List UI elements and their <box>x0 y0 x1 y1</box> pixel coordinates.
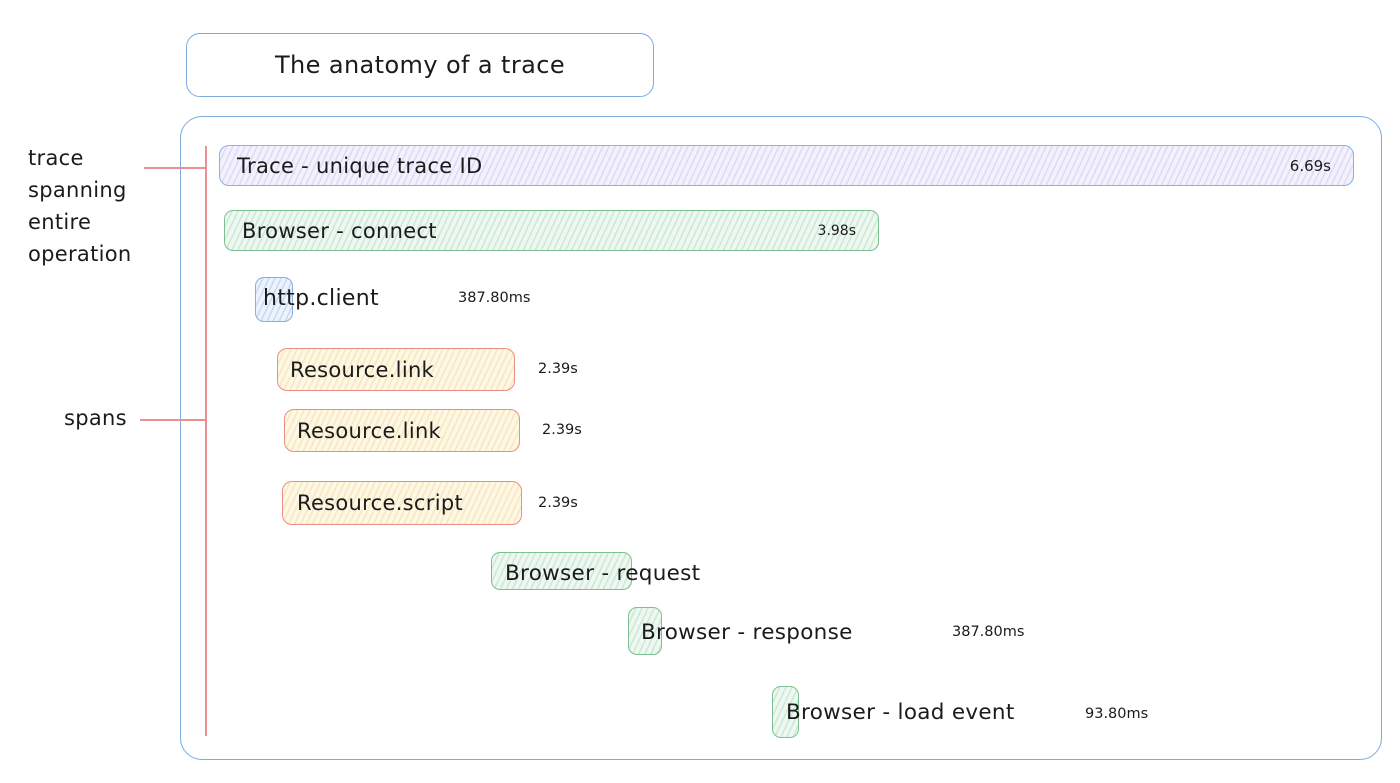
span-bar-browser-response <box>628 607 662 655</box>
span-bar-browser-request <box>491 552 632 590</box>
span-label: Browser - response <box>641 620 853 645</box>
spans-annotation-label: spans <box>64 406 127 430</box>
span-bar-browser-connect: Browser - connect 3.98s <box>224 210 879 251</box>
span-duration: 93.80ms <box>1085 706 1149 722</box>
trace-leader-line <box>144 167 206 169</box>
span-duration: 387.80ms <box>458 290 531 306</box>
span-duration: 2.39s <box>542 422 582 438</box>
diagram-title: The anatomy of a trace <box>274 51 566 79</box>
span-bar-trace: Trace - unique trace ID 6.69s <box>219 145 1354 186</box>
span-bar-resource-script: Resource.script <box>282 481 522 525</box>
span-bar-http-client <box>255 277 293 322</box>
span-label: Resource.script <box>297 491 463 515</box>
spans-bracket-line <box>205 146 207 736</box>
diagram-title-box: The anatomy of a trace <box>186 33 654 97</box>
span-label: Trace - unique trace ID <box>237 153 483 178</box>
span-label: Browser - request <box>505 561 701 586</box>
span-duration: 3.98s <box>817 222 856 239</box>
span-label: Browser - load event <box>786 700 1015 725</box>
span-bar-browser-load-event <box>772 686 799 738</box>
span-bar-resource-link-1: Resource.link <box>277 348 515 391</box>
span-duration: 2.39s <box>538 495 578 511</box>
span-label: Resource.link <box>297 418 442 443</box>
spans-leader-line <box>140 419 206 421</box>
span-duration: 2.39s <box>538 361 578 377</box>
span-label: Browser - connect <box>242 218 437 243</box>
span-duration: 6.69s <box>1289 156 1331 175</box>
span-label: http.client <box>263 286 379 311</box>
span-bar-resource-link-2: Resource.link <box>284 409 520 452</box>
trace-annotation-label: trace spanning entire operation <box>28 146 132 266</box>
span-label: Resource.link <box>290 357 435 382</box>
span-duration: 387.80ms <box>952 624 1025 640</box>
